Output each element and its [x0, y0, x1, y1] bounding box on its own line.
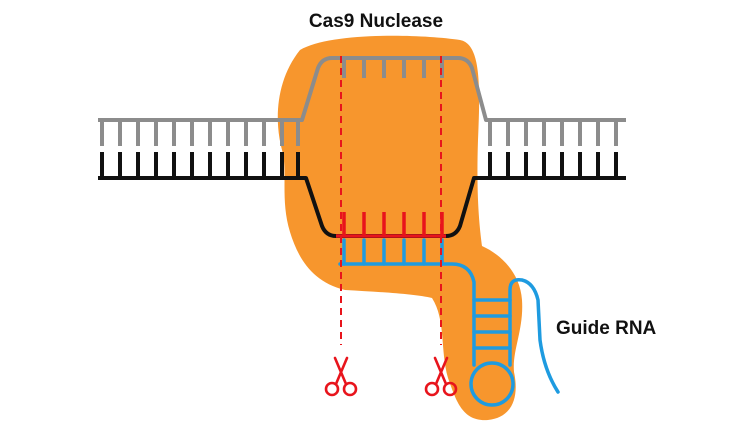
cut-sites [340, 56, 442, 345]
stem-loop [469, 361, 515, 407]
top-rungs-right [488, 120, 618, 146]
guide-backbone [338, 262, 476, 367]
scissors-icon [324, 356, 358, 397]
top-rungs-left [100, 120, 300, 146]
bottom-rungs-left [100, 152, 300, 178]
guide-stem-right [508, 277, 560, 394]
guide-rna-label: Guide RNA [556, 318, 657, 339]
bottom-rungs-right [488, 152, 618, 178]
top-backbone [98, 56, 626, 122]
diagram-title: Cas9 Nuclease [309, 11, 443, 32]
guide-rna [338, 238, 560, 407]
dna-top-strand [98, 56, 626, 146]
scissors-icon [424, 356, 458, 397]
cas9-protein [277, 35, 523, 421]
stem-loop-rungs [472, 298, 512, 350]
